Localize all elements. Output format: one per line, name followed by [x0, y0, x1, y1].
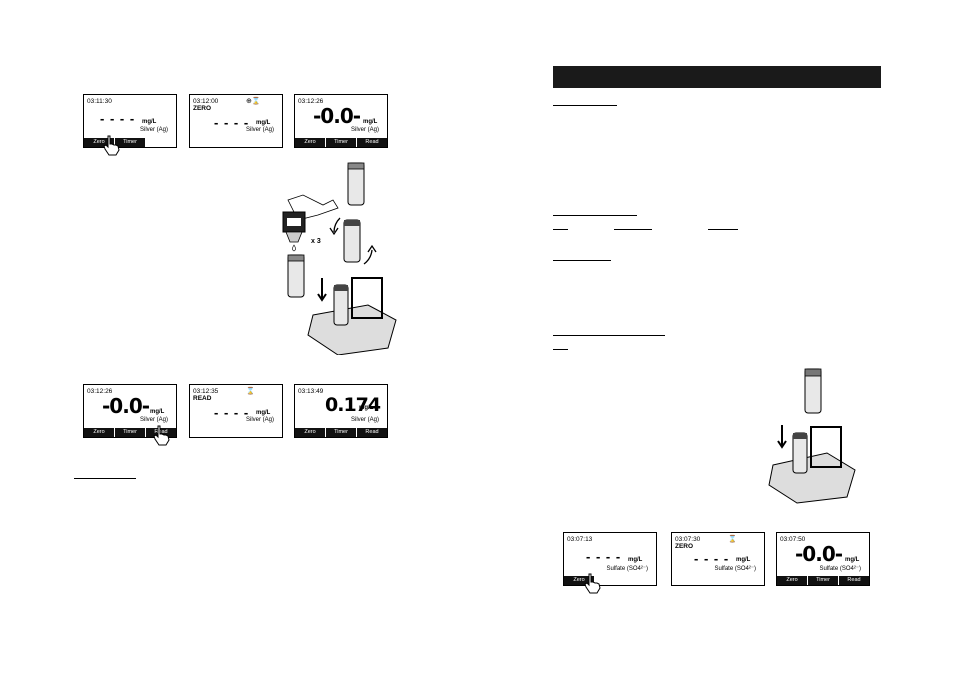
section-underline — [553, 335, 665, 336]
screen-value: - - - - — [586, 549, 622, 564]
read-softkey[interactable]: Read — [357, 138, 387, 147]
section-underline — [553, 349, 568, 350]
photometer-icon — [768, 425, 856, 504]
meter-screen-2: 03:12:00 ZERO ⊕⌛ - - - - mg/L Silver (Ag… — [189, 94, 283, 148]
screen-value: - - - - — [214, 405, 250, 420]
dropper-bottle-icon — [282, 194, 339, 252]
screen-value: -0.0- — [795, 542, 843, 566]
screen-unit: mg/L — [736, 557, 751, 563]
screen-method: Silver (Ag) — [139, 417, 168, 423]
screen-status: ZERO — [675, 543, 694, 550]
section-underline — [553, 260, 611, 261]
section-underline — [614, 229, 652, 230]
screen-method: Sulfate (SO4²⁻) — [606, 566, 648, 572]
meter-screen-1: 03:11:30 - - - - mg/L Silver (Ag) Zero T… — [83, 94, 177, 148]
screen-method: Silver (Ag) — [139, 127, 168, 133]
hourglass-icon: ⌛ — [728, 536, 737, 543]
screen-method: Sulfate (SO4²⁻) — [819, 566, 861, 572]
pointing-hand-icon — [584, 573, 601, 594]
pointing-hand-icon — [103, 135, 120, 156]
timer-softkey[interactable]: Timer — [115, 138, 145, 147]
timer-softkey[interactable]: Timer — [808, 576, 838, 585]
hourglass-icon: ⌛ — [246, 388, 255, 395]
section-header-bar — [553, 66, 881, 88]
softkey-bar: Zero Timer Read — [777, 576, 869, 585]
meter-screen-5: 03:12:35 READ ⌛ - - - - mg/L Silver (Ag) — [189, 384, 283, 438]
screen-method: Silver (Ag) — [245, 127, 274, 133]
screen-unit: mg/L — [845, 557, 860, 563]
screen-unit: mg/L — [628, 557, 643, 563]
rotating-tube-icon — [329, 217, 377, 265]
screen-value: - - - - — [214, 115, 250, 130]
lamp-timer-icon: ⊕⌛ — [246, 98, 261, 105]
screen-status: READ — [193, 395, 212, 402]
timer-softkey[interactable]: Timer — [115, 428, 145, 437]
timer-softkey[interactable]: Timer — [326, 428, 356, 437]
screen-value: - - - - — [100, 111, 136, 126]
sample-tube-icon — [347, 162, 365, 206]
sample-tube-icon — [287, 254, 305, 298]
procedure-illustration — [282, 162, 397, 355]
screen-time: 03:12:35 — [193, 388, 219, 395]
meter-screen-3: 03:12:26 -0.0- mg/L Silver (Ag) Zero Tim… — [294, 94, 388, 148]
meter-screen-9: 03:07:50 -0.0- mg/L Sulfate (SO4²⁻) Zero… — [776, 532, 870, 586]
screen-time: 03:07:50 — [780, 536, 806, 543]
section-underline — [553, 215, 637, 216]
softkey-bar: Zero Timer Read — [295, 138, 387, 147]
screen-time: 03:07:13 — [567, 536, 593, 543]
meter-screen-6: 03:13:49 0.174 mg/L Silver (Ag) Zero Tim… — [294, 384, 388, 438]
section-underline — [553, 229, 568, 230]
zero-softkey[interactable]: Zero — [84, 138, 114, 147]
zero-softkey[interactable]: Zero — [295, 428, 325, 437]
screen-value: -0.0- — [313, 104, 361, 128]
photometer-icon — [307, 277, 397, 355]
screen-value: - - - - — [694, 551, 730, 566]
section-underline — [74, 478, 136, 479]
screen-status: ZERO — [193, 105, 212, 112]
screen-time: 03:12:26 — [298, 98, 324, 105]
softkey-bar: Zero Timer Read — [84, 428, 176, 437]
screen-unit: mg/L — [150, 409, 165, 415]
meter-screen-7: 03:07:13 - - - - mg/L Sulfate (SO4²⁻) Ze… — [563, 532, 657, 586]
multiplier-label: x 3 — [311, 238, 321, 245]
section-underline — [553, 105, 617, 106]
screen-method: Silver (Ag) — [350, 417, 379, 423]
read-softkey[interactable]: Read — [146, 428, 176, 437]
screen-time: 03:11:30 — [87, 98, 112, 105]
screen-time: 03:12:00 — [193, 98, 219, 105]
screen-unit: mg/L — [256, 410, 271, 416]
screen-time: 03:07:30 — [675, 536, 701, 543]
screen-unit: mg/L — [359, 405, 374, 411]
softkey-bar: Zero — [564, 576, 656, 585]
meter-screen-4: 03:12:26 -0.0- mg/L Silver (Ag) Zero Tim… — [83, 384, 177, 438]
screen-unit: mg/L — [142, 119, 157, 125]
screen-unit: mg/L — [256, 120, 271, 126]
screen-value: -0.0- — [102, 394, 150, 418]
meter-screen-8: 03:07:30 ZERO ⌛ - - - - mg/L Sulfate (SO… — [671, 532, 765, 586]
screen-value: 0.174 — [325, 394, 381, 416]
screen-time: 03:13:49 — [298, 388, 324, 395]
softkey-bar: Zero Timer Read — [295, 428, 387, 437]
zero-softkey[interactable]: Zero — [295, 138, 325, 147]
screen-time: 03:12:26 — [87, 388, 113, 395]
timer-softkey[interactable]: Timer — [326, 138, 356, 147]
read-softkey[interactable]: Read — [839, 576, 869, 585]
measurement-illustration — [768, 368, 856, 504]
section-underline — [708, 229, 738, 230]
screen-method: Silver (Ag) — [245, 417, 274, 423]
screen-method: Sulfate (SO4²⁻) — [714, 566, 756, 572]
read-softkey[interactable]: Read — [357, 428, 387, 437]
screen-method: Silver (Ag) — [350, 127, 379, 133]
zero-softkey[interactable]: Zero — [84, 428, 114, 437]
screen-unit: mg/L — [363, 119, 378, 125]
zero-softkey[interactable]: Zero — [777, 576, 807, 585]
sample-tube-icon — [804, 368, 822, 414]
pointing-hand-icon — [153, 425, 170, 446]
zero-softkey[interactable]: Zero — [564, 576, 594, 585]
softkey-bar: Zero Timer — [84, 138, 176, 147]
